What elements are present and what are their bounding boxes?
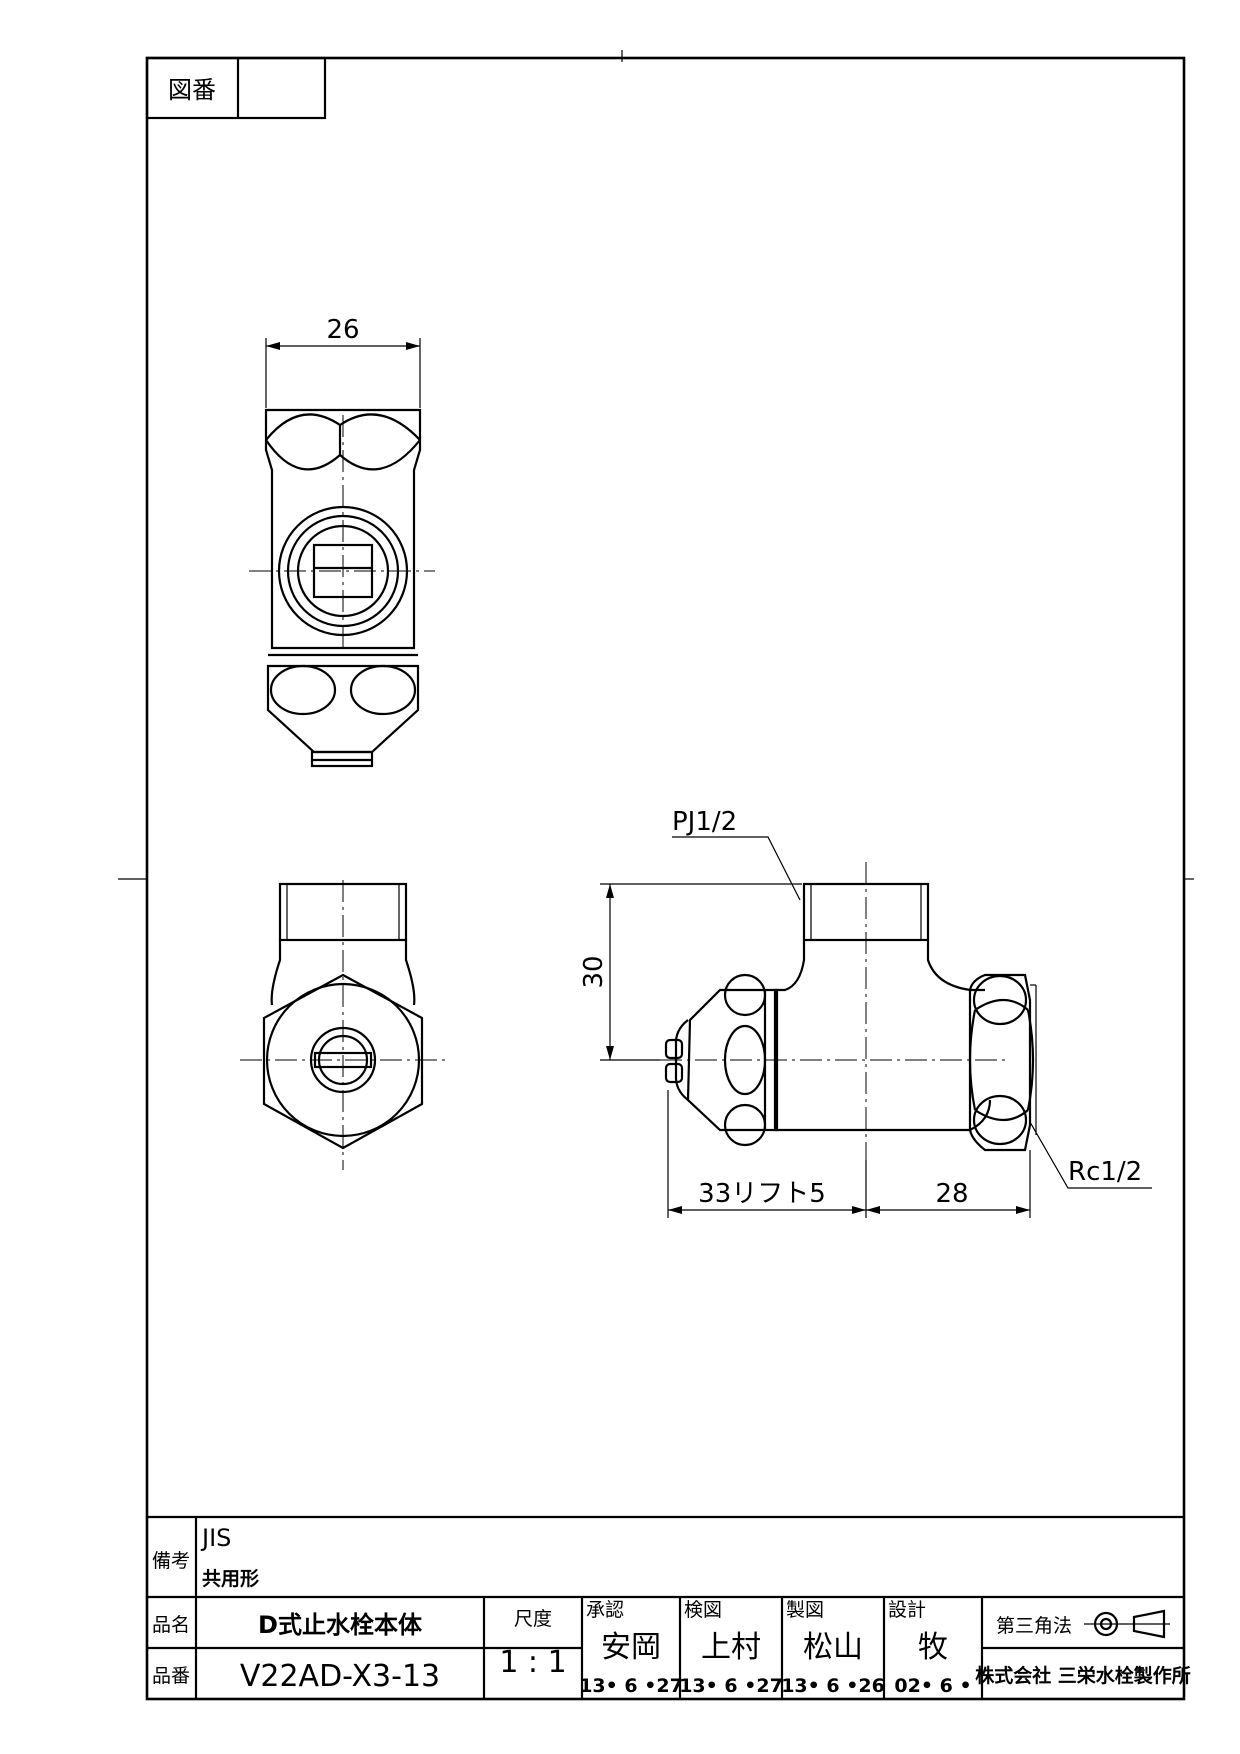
checked-date: 13• 6 •27	[679, 1675, 783, 1697]
part-name-label: 品名	[152, 1614, 190, 1636]
part-number-label: 品番	[152, 1665, 190, 1687]
drawn-name: 松山	[803, 1630, 863, 1665]
scale-label: 尺度	[514, 1608, 552, 1630]
designed-label: 設計	[888, 1599, 926, 1621]
drawn-label: 製図	[786, 1599, 824, 1621]
title-block: 品名 D式止水栓本体 品番 V22AD-X3-13 尺度 1 : 1 承認 安岡…	[147, 1595, 1191, 1699]
top-view: 26	[249, 315, 435, 768]
dim-left-length: 33リフト5	[698, 1179, 826, 1209]
projection-label: 第三角法	[996, 1615, 1072, 1637]
approved-name: 安岡	[601, 1630, 661, 1665]
front-view	[240, 880, 445, 1170]
designed-date: 02• 6 •	[894, 1675, 971, 1697]
designed-name: 牧	[918, 1630, 948, 1665]
part-name-value: D式止水栓本体	[258, 1611, 423, 1639]
remarks-block: 備考 JIS 共用形	[147, 1515, 1184, 1699]
approved-date: 13• 6 •27	[579, 1675, 683, 1697]
dim-thread-top: PJ1/2	[672, 807, 737, 837]
side-view: PJ1/2 Rc1/2 30 33リフト5 28	[579, 807, 1152, 1218]
drawing-number-box: 図番	[145, 56, 327, 120]
dim-thread-side: Rc1/2	[1068, 1157, 1142, 1187]
dim-height: 30	[579, 955, 609, 988]
scale-value: 1 : 1	[499, 1645, 566, 1680]
checked-label: 検図	[684, 1599, 722, 1621]
third-angle-projection-icon	[1084, 1609, 1170, 1639]
part-number-value: V22AD-X3-13	[240, 1659, 440, 1694]
remarks-line2: 共用形	[202, 1568, 259, 1590]
remarks-label: 備考	[152, 1550, 190, 1572]
approved-label: 承認	[586, 1599, 624, 1621]
checked-name: 上村	[701, 1630, 761, 1665]
drawing-number-label: 図番	[168, 76, 216, 104]
sheet-border	[145, 56, 1186, 1701]
remarks-line1: JIS	[200, 1524, 231, 1552]
dim-top-width: 26	[326, 315, 359, 345]
dim-right-length: 28	[935, 1179, 968, 1209]
drawn-date: 13• 6 •26	[781, 1675, 885, 1697]
company-name: 株式会社 三栄水栓製作所	[975, 1664, 1191, 1687]
